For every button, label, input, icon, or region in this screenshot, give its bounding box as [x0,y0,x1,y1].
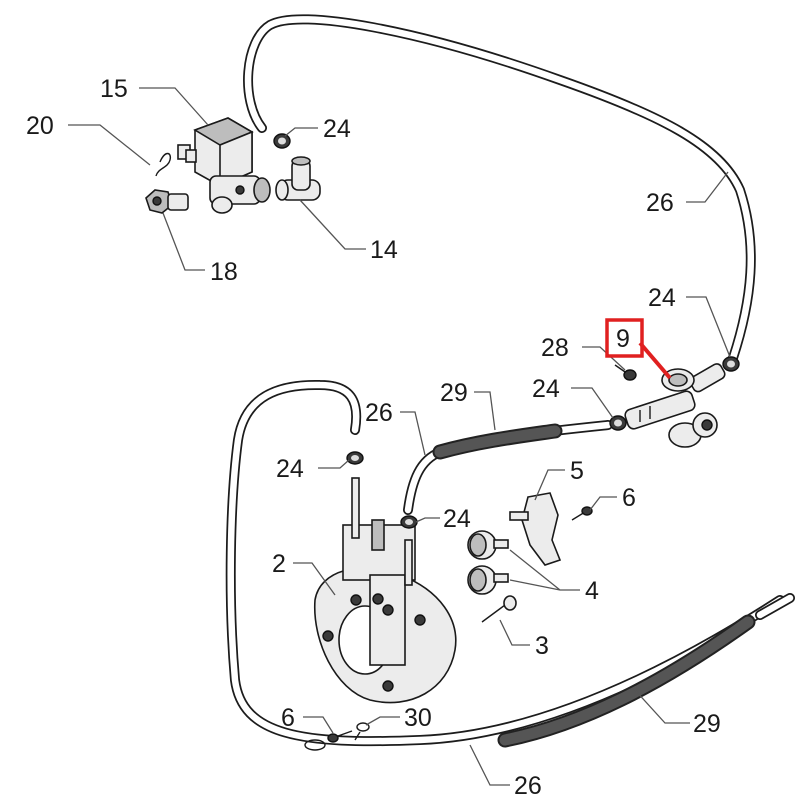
callout-4: 4 [585,577,599,605]
clamp-24-boiler-left [346,451,364,465]
boiler-2 [313,477,457,704]
sleeve-29-bottom [497,614,756,748]
callout-9: 9 [616,325,630,353]
callout-29-bottom: 29 [693,710,721,738]
solenoid-valve-15 [177,117,271,214]
callout-24-top: 24 [323,115,351,143]
hose-26-top [243,14,756,363]
callout-30: 30 [404,704,432,732]
thermostat-4-upper [467,530,509,560]
wire-loop [304,739,326,751]
screw-28 [614,364,637,381]
callout-24-right: 24 [648,284,676,312]
screw-6-right [571,506,593,521]
screw-3 [481,595,517,623]
callout-26-mid: 26 [365,399,393,427]
screw-6-bottom [327,730,353,743]
clip-30 [354,722,370,741]
callout-3: 3 [535,632,549,660]
callout-24-boiler: 24 [443,505,471,533]
callout-15: 15 [100,75,128,103]
callout-6-right: 6 [622,484,636,512]
clamp-24-connector-left [609,415,627,431]
callout-6-bottom: 6 [281,704,295,732]
bracket-5 [509,492,562,566]
callout-2: 2 [272,550,286,578]
callout-5: 5 [570,457,584,485]
highlight-box-9 [605,318,644,358]
callout-28: 28 [541,334,569,362]
clip-20 [155,152,172,177]
connector-9 [624,363,726,448]
sleeve-29-top [432,423,563,460]
callout-26-bottom: 26 [514,772,542,800]
thermostat-4-lower [467,565,509,595]
clamp-24-boiler-right [400,515,418,529]
callout-24-left: 24 [276,455,304,483]
callout-26-top: 26 [646,189,674,217]
callout-18: 18 [210,258,238,286]
fitting-18 [145,189,189,214]
callout-14: 14 [370,236,398,264]
elbow-fitting-14 [275,156,321,201]
leader-lines [68,87,731,786]
clamp-24-top [273,133,291,149]
callout-24-mid: 24 [532,375,560,403]
highlight-leader-9 [638,341,672,380]
callout-20: 20 [26,112,54,140]
callout-29-top: 29 [440,379,468,407]
hose-26-left-loop [225,379,785,747]
clamp-24-connector-right [722,356,740,372]
